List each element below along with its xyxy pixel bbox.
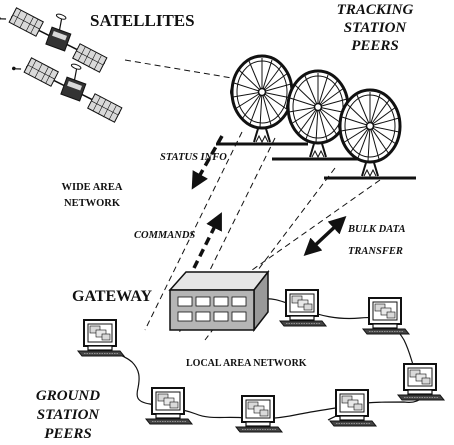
- workstation-icon: [77, 319, 125, 357]
- status-info-arrow: [191, 135, 224, 190]
- commands-label: COMMANDS: [134, 230, 195, 241]
- gateway-server-icon: [168, 269, 270, 333]
- satellite-icon: [5, 43, 132, 124]
- workstation-icon: [145, 387, 193, 425]
- status-info-label: STATUS INFO: [160, 152, 227, 163]
- bulk-data-arrow: [303, 216, 347, 256]
- tracking-label-line3: PEERS: [351, 38, 399, 54]
- ground-label-line2: STATION: [37, 407, 101, 423]
- ground-label-line3: PEERS: [44, 426, 92, 442]
- tracking-label-line1: TRACKING: [337, 2, 414, 18]
- lan-cable: [99, 298, 425, 420]
- commands-arrow: [192, 212, 222, 269]
- workstation-icon: [279, 289, 327, 327]
- bulk-data-label-line1: BULK DATA: [347, 224, 405, 235]
- workstation-icon: [329, 389, 377, 427]
- wan-label-line1: WIDE AREA: [62, 182, 123, 193]
- satellites-label: SATELLITES: [90, 11, 195, 30]
- workstation-icon: [397, 363, 445, 401]
- bulk-data-label-line2: TRANSFER: [348, 246, 403, 257]
- workstation-icon: [235, 395, 283, 433]
- workstation-icon: [362, 297, 410, 335]
- lan-label: LOCAL AREA NETWORK: [186, 358, 307, 369]
- tracking-label-line2: STATION: [344, 20, 408, 36]
- wan-label-line2: NETWORK: [64, 198, 121, 209]
- ground-label-line1: GROUND: [36, 388, 100, 404]
- gateway-label: GATEWAY: [72, 288, 152, 305]
